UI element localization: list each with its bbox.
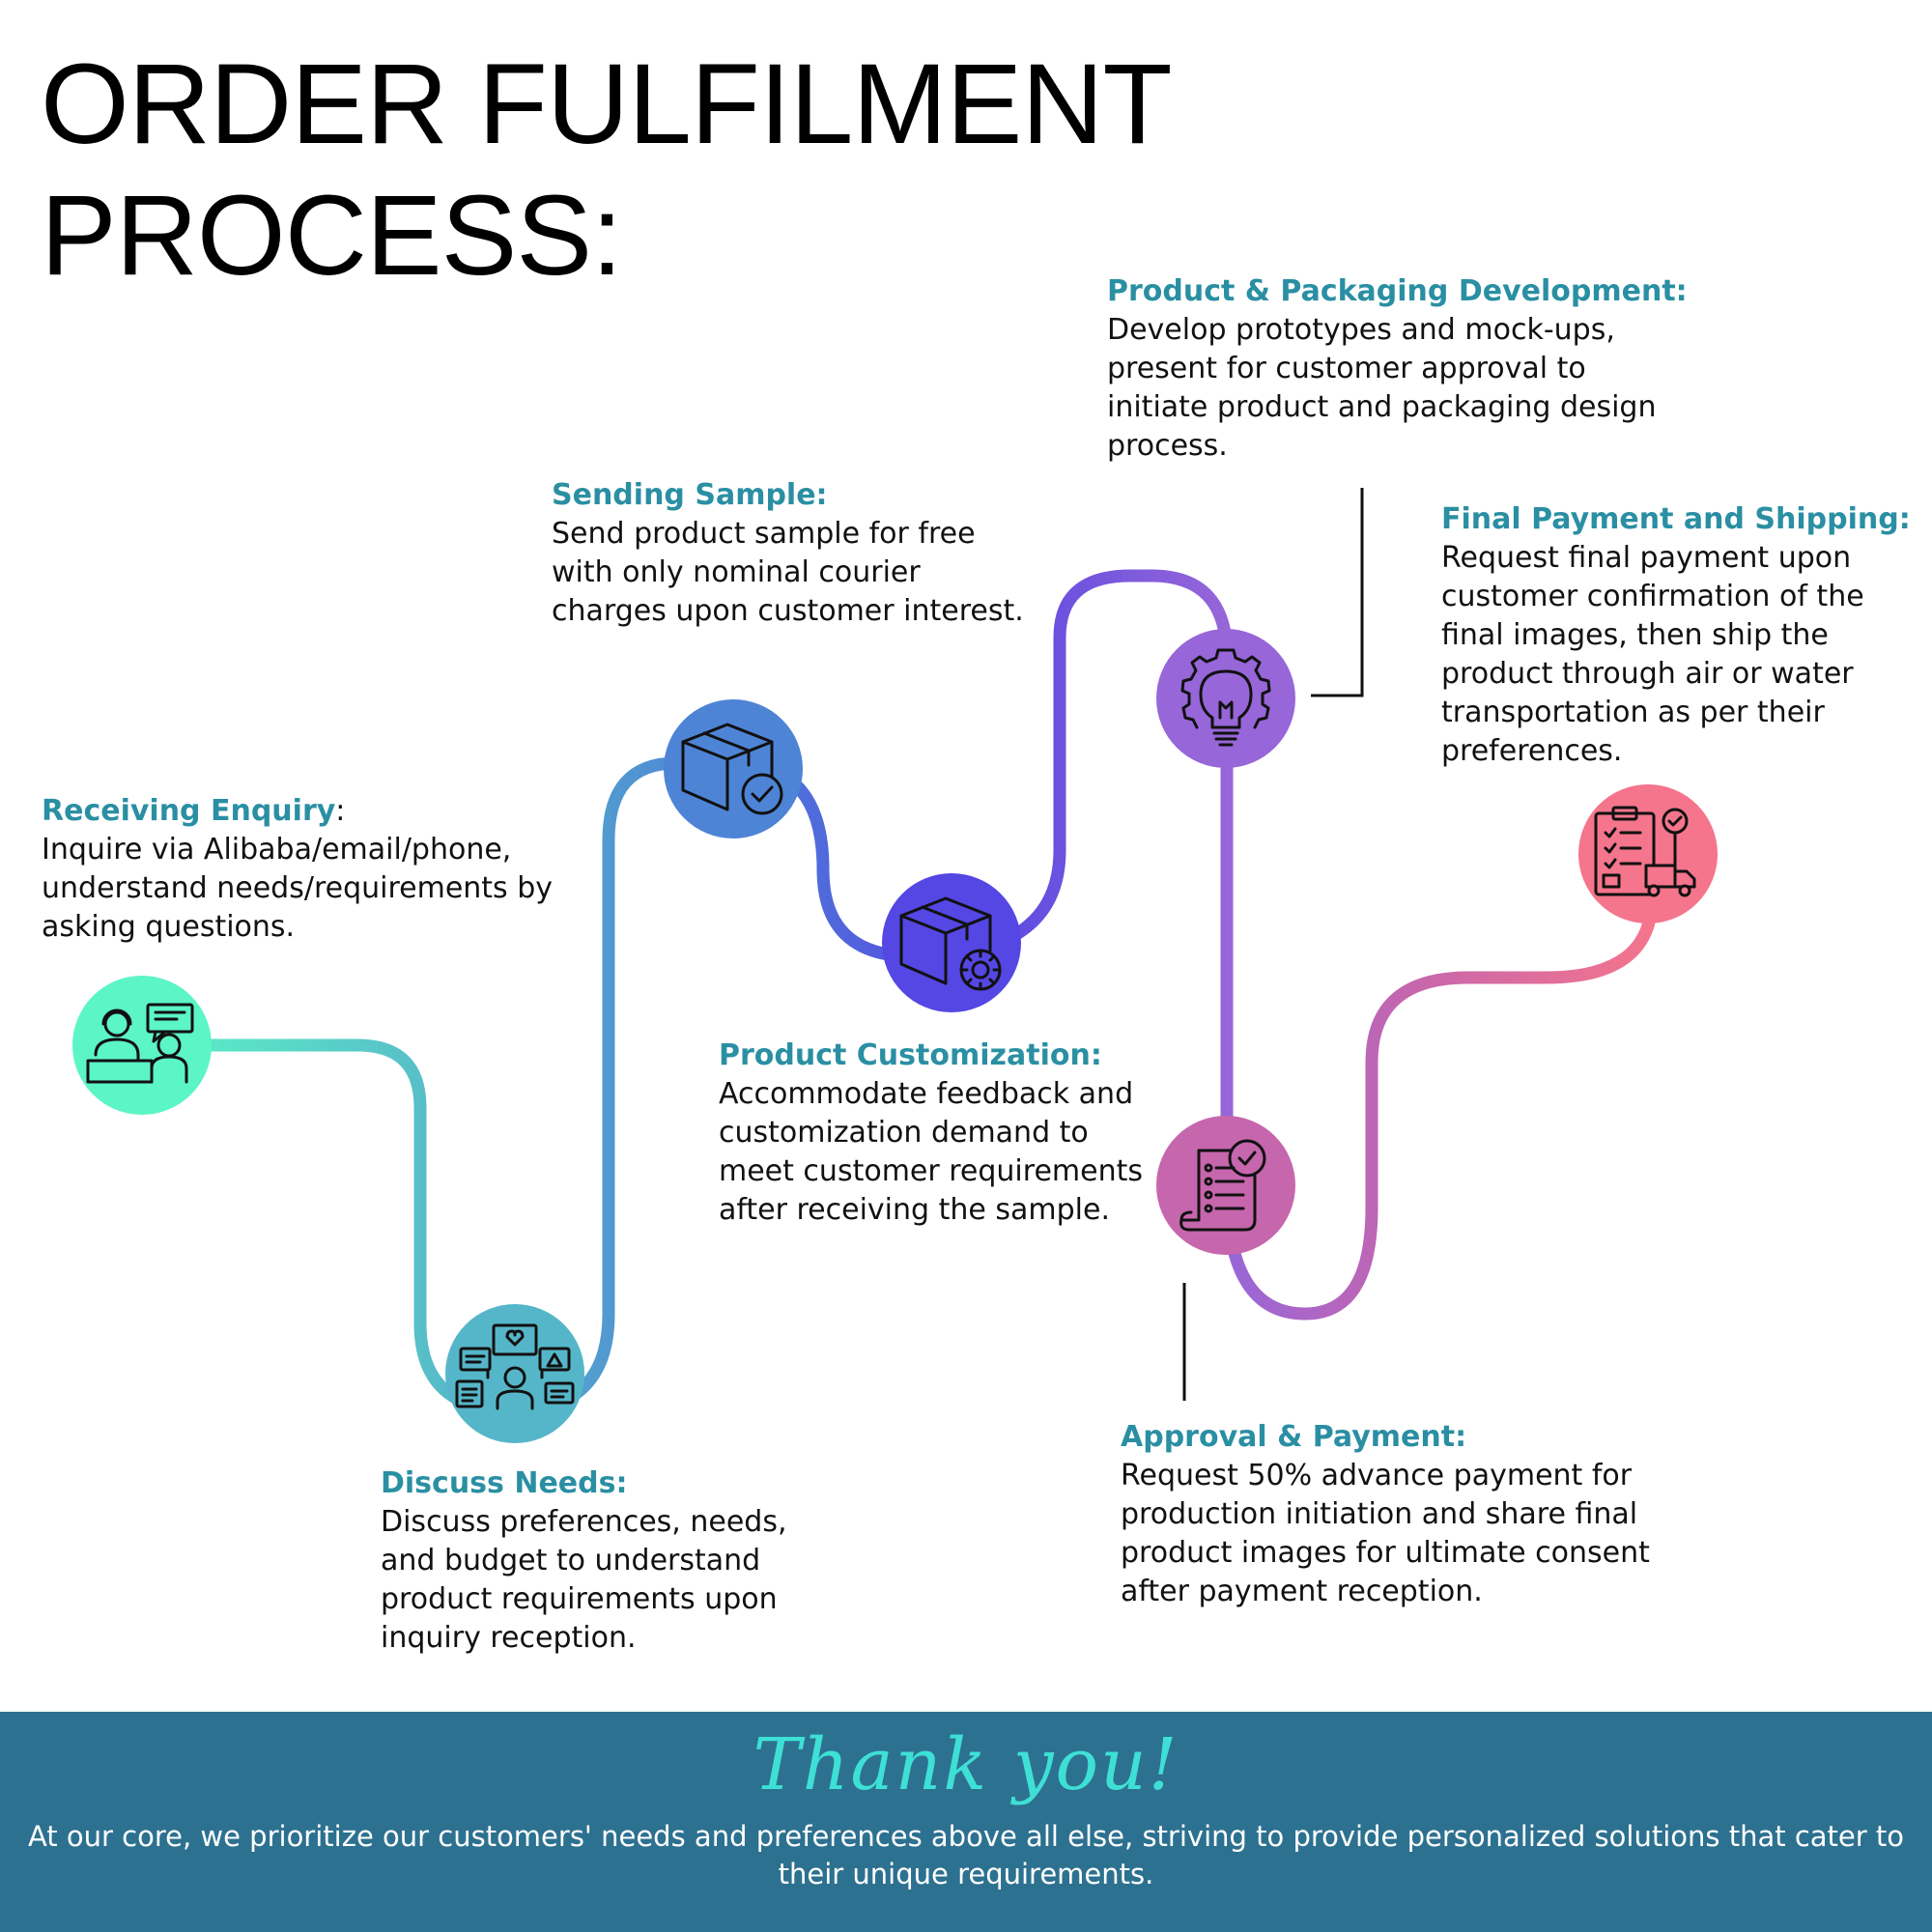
step-node-approval	[1156, 1116, 1295, 1255]
page-title: ORDER FULFILMENT PROCESS:	[41, 39, 1296, 301]
page-title-line-1: ORDER FULFILMENT	[41, 41, 1173, 168]
step-text-customization: Product Customization: Accommodate feedb…	[719, 1037, 1153, 1230]
step-description-approval: Request 50% advance payment for producti…	[1121, 1459, 1650, 1608]
clipboard-truck-icon	[1594, 806, 1696, 897]
customer-service-icon	[86, 1003, 194, 1084]
step-description-shipping: Request final payment upon customer conf…	[1441, 541, 1864, 768]
step-node-shipping	[1578, 784, 1718, 923]
step-heading-approval: Approval & Payment:	[1121, 1420, 1467, 1454]
step-heading-shipping: Final Payment and Shipping:	[1441, 502, 1911, 536]
step-description-sample: Send product sample for free with only n…	[552, 517, 1024, 628]
step-text-discuss: Discuss Needs: Discuss preferences, need…	[381, 1464, 844, 1658]
step-heading-customization: Product Customization:	[719, 1038, 1102, 1072]
step-heading-sample: Sending Sample:	[552, 478, 828, 512]
step-text-development: Product & Packaging Development: Develop…	[1107, 272, 1725, 466]
step-text-approval: Approval & Payment: Request 50% advance …	[1121, 1418, 1719, 1611]
flow-path	[135, 569, 1659, 1417]
box-gear-icon	[899, 896, 1002, 991]
step-description-discuss: Discuss preferences, needs, and budget t…	[381, 1505, 787, 1655]
step-text-sample: Sending Sample: Send product sample for …	[552, 476, 1035, 631]
step-text-shipping: Final Payment and Shipping: Request fina…	[1441, 500, 1929, 771]
step-text-receiving: Receiving Enquiry: Inquire via Alibaba/e…	[42, 792, 582, 947]
step-heading-receiving-label: Receiving Enquiry	[42, 794, 336, 828]
step-heading-discuss: Discuss Needs:	[381, 1466, 628, 1500]
step-node-sample	[664, 699, 803, 838]
step-description-customization: Accommodate feedback and customization d…	[719, 1077, 1143, 1227]
invoice-check-icon	[1179, 1139, 1266, 1232]
page-title-line-2: PROCESS:	[41, 172, 623, 299]
step-node-customization	[882, 873, 1021, 1012]
discussion-icon	[455, 1323, 575, 1410]
step-node-discuss	[445, 1304, 584, 1443]
footer-text: At our core, we prioritize our customers…	[27, 1820, 1905, 1890]
step-node-development	[1156, 629, 1295, 768]
step-heading-receiving: Receiving Enquiry	[42, 794, 335, 828]
step-heading-receiving-suffix: :	[335, 794, 346, 828]
thank-you-heading: Thank you!	[753, 1723, 1179, 1806]
step-description-receiving: Inquire via Alibaba/email/phone, underst…	[42, 833, 554, 944]
connector-development	[1311, 488, 1364, 697]
footer-banner	[0, 1712, 1932, 1932]
box-check-icon	[681, 723, 783, 815]
lightbulb-gear-icon	[1180, 648, 1271, 747]
step-heading-development: Product & Packaging Development:	[1107, 274, 1688, 308]
step-description-development: Develop prototypes and mock-ups, present…	[1107, 313, 1657, 463]
step-node-receiving	[72, 976, 212, 1115]
